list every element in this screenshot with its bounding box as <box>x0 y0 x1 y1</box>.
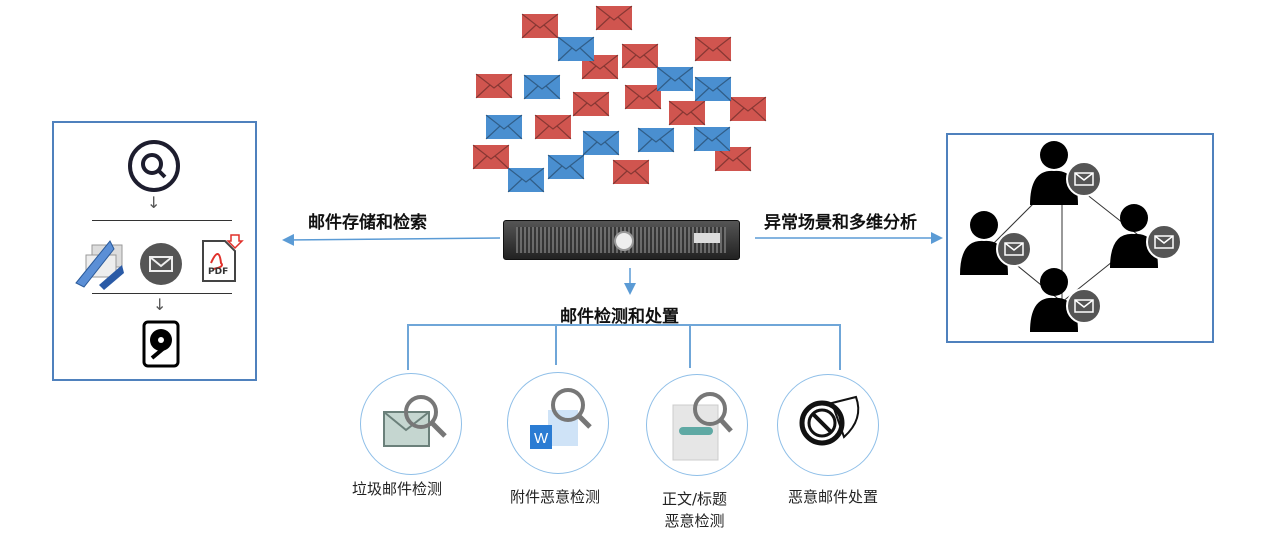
attachment-detection-circle[interactable]: W <box>507 372 609 474</box>
storage-label: 邮件存储和检索 <box>308 213 427 233</box>
storage-panel: ↓ PDF ↓ <box>52 121 257 381</box>
link-doc-search-icon <box>672 392 733 461</box>
analysis-label: 异常场景和多维分析 <box>764 213 917 233</box>
envelope-icon <box>507 167 545 193</box>
caption-line: 正文/标题 <box>662 490 728 508</box>
search-icon <box>128 140 180 192</box>
envelope-icon <box>656 66 694 92</box>
envelope-icon <box>693 126 731 152</box>
mail-transfer-icon <box>75 240 124 290</box>
malicious-handling-circle[interactable] <box>777 374 879 476</box>
caption-line: 恶意检测 <box>664 512 725 530</box>
caption-malicious-handling: 恶意邮件处置 <box>788 488 879 506</box>
envelope-icon <box>523 74 561 100</box>
envelope-icon <box>534 114 572 140</box>
envelope-icon <box>694 36 732 62</box>
pdf-label: PDF <box>208 267 229 277</box>
server-icon <box>503 220 740 260</box>
caption-content-detection: 正文/标题 恶意检测 <box>662 488 727 532</box>
envelope-icon <box>621 43 659 69</box>
user-with-mail-icon <box>960 211 1032 275</box>
user-with-mail-icon <box>1030 268 1102 332</box>
caption-spam-detection: 垃圾邮件检测 <box>352 480 443 498</box>
envelope-icon <box>637 127 675 153</box>
envelope-icon <box>582 130 620 156</box>
word-doc-search-icon: W <box>530 388 592 449</box>
envelope-icon <box>624 84 662 110</box>
svg-text:W: W <box>534 430 549 447</box>
mail-circle-icon <box>140 243 182 285</box>
divider <box>92 293 232 294</box>
divider <box>92 220 232 221</box>
down-arrow-icon: ↓ <box>147 193 161 212</box>
envelope-icon <box>557 36 595 62</box>
envelope-icon <box>729 96 767 122</box>
arrow-to-storage <box>282 233 501 246</box>
content-detection-circle[interactable] <box>646 374 748 476</box>
detection-label: 邮件检测和处置 <box>560 307 679 327</box>
envelope-icon <box>475 73 513 99</box>
user-with-mail-icon <box>1030 141 1102 205</box>
down-arrow-icon: ↓ <box>153 295 167 314</box>
user-with-mail-icon <box>1110 204 1182 268</box>
envelope-icon <box>668 100 706 126</box>
envelope-icon <box>485 114 523 140</box>
envelope-icon <box>612 159 650 185</box>
envelope-icon <box>595 5 633 31</box>
email-cloud <box>0 0 1265 200</box>
spam-detection-circle[interactable] <box>360 373 462 475</box>
envelope-icon <box>521 13 559 39</box>
pdf-file-icon <box>202 234 244 282</box>
envelope-icon <box>472 144 510 170</box>
mail-search-icon <box>383 395 447 447</box>
envelope-icon <box>572 91 610 117</box>
caption-attachment-detection: 附件恶意检测 <box>510 488 601 506</box>
envelope-icon <box>547 154 585 180</box>
envelope-icon <box>694 76 732 102</box>
hard-drive-icon <box>142 320 180 368</box>
virus-shield-icon <box>799 395 860 446</box>
